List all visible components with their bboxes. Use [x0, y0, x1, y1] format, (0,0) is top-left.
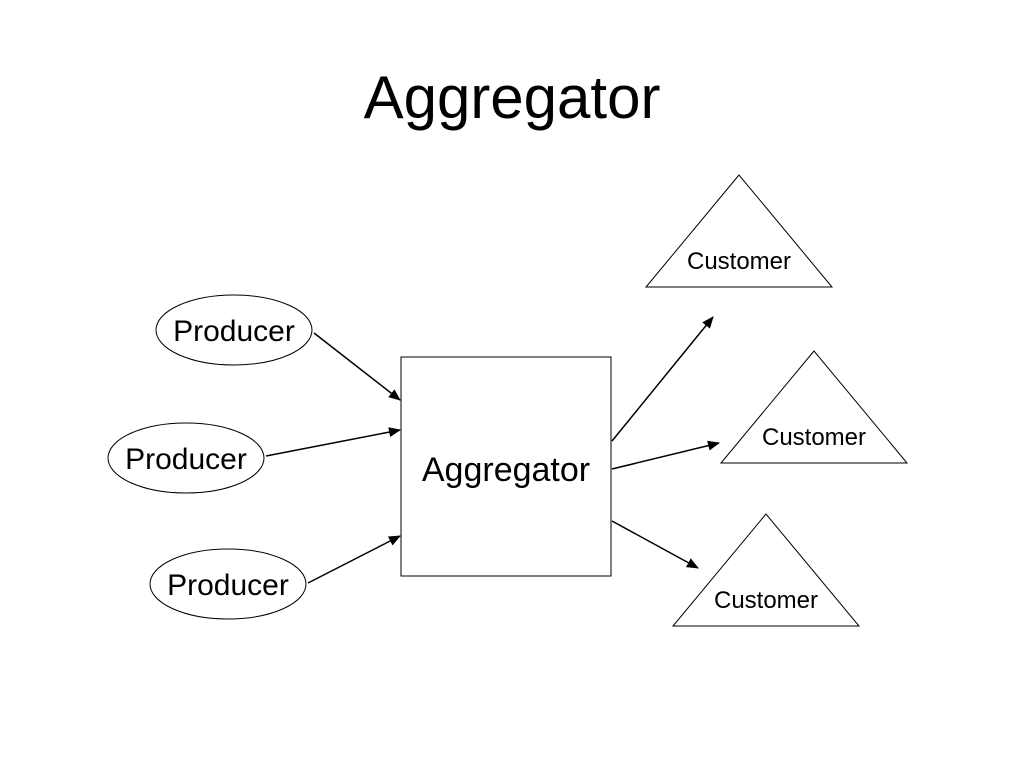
producer-label-1: Producer: [173, 315, 295, 348]
customer-label-1: Customer: [687, 248, 791, 275]
producer-label-2: Producer: [125, 443, 247, 476]
arrow-producer-2-to-aggregator: [265, 427, 401, 457]
slide-title: Aggregator: [363, 64, 661, 131]
aggregator-label: Aggregator: [422, 451, 590, 489]
customer-label-2: Customer: [762, 424, 866, 451]
arrow-producer-1-to-aggregator: [313, 332, 401, 401]
arrow-aggregator-to-customer-3: [611, 520, 699, 569]
producer-label-3: Producer: [167, 569, 289, 602]
producer-node-3: Producer: [149, 548, 307, 620]
customer-node-2: Customer: [719, 350, 909, 464]
customer-node-3: Customer: [671, 513, 861, 627]
aggregator-node: Aggregator: [400, 356, 612, 577]
producer-node-2: Producer: [107, 422, 265, 494]
customer-label-3: Customer: [714, 587, 818, 614]
arrow-producer-3-to-aggregator: [307, 535, 401, 584]
arrow-aggregator-to-customer-1: [611, 316, 714, 442]
producer-node-1: Producer: [155, 294, 313, 366]
arrow-aggregator-to-customer-2: [611, 440, 720, 470]
customer-node-1: Customer: [644, 174, 834, 288]
